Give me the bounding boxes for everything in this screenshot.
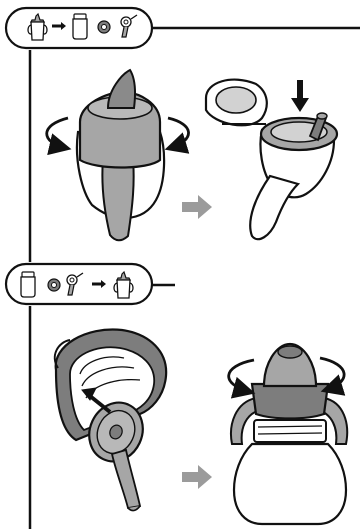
disassemble-sequence-pill — [6, 8, 152, 48]
step-insert-valve — [55, 329, 166, 510]
rotate-right-arrow — [168, 118, 189, 148]
cap-inner — [216, 87, 256, 113]
lid-collar — [252, 384, 328, 419]
step-screw-lid-on-bottle — [229, 344, 347, 524]
cup-spout — [108, 70, 135, 108]
press-down-arrow — [291, 80, 309, 112]
step-unscrew-lid — [47, 70, 189, 240]
assemble-sequence-pill — [6, 264, 152, 304]
open-cup-handle — [250, 176, 298, 239]
next-step-arrow-2 — [182, 465, 212, 489]
valve-icon — [98, 21, 110, 33]
valve-icon-2 — [48, 279, 60, 291]
valve-stem — [112, 450, 140, 508]
bottle-icon — [73, 14, 87, 39]
rotate-left-arrow — [47, 118, 68, 148]
bottle-body — [234, 444, 346, 524]
step-remove-spout-valve — [206, 80, 337, 240]
bottle-neck — [254, 420, 326, 442]
bottle-icon-2 — [21, 272, 35, 297]
rotate-left-arrow-2 — [229, 360, 254, 392]
next-step-arrow-1 — [182, 195, 212, 219]
